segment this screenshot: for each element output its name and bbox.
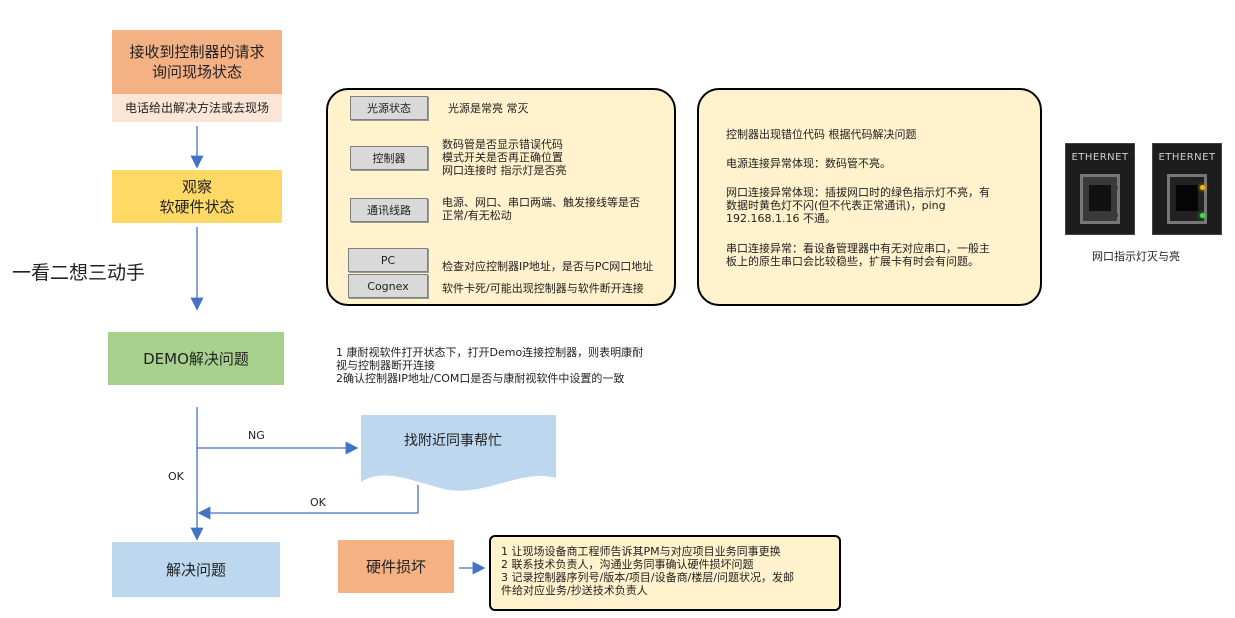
check-panel-right: 控制器出现错位代码 根据代码解决问题 电源连接异常体现：数码管不亮。 网口连接异…: [697, 88, 1042, 306]
cognex-text: 软件卡死/可能出现控制器与软件断开连接: [442, 282, 644, 295]
ok-label-mid: OK: [310, 496, 326, 509]
start-request-box: 接收到控制器的请求 询问现场状态: [112, 30, 282, 94]
right-panel-p2: 电源连接异常体现：数码管不亮。: [726, 157, 891, 170]
right-panel-p1: 控制器出现错位代码 根据代码解决问题: [726, 128, 917, 141]
check-panel-left: 光源状态 光源是常亮 常灭 控制器 数码管是否显示错误代码 模式开关是否再正确位…: [326, 88, 676, 306]
arrow-help-ok-back: [197, 485, 419, 520]
ok-label-left: OK: [168, 470, 184, 483]
light-source-text: 光源是常亮 常灭: [448, 102, 529, 115]
ethernet-port-on: [1167, 174, 1207, 224]
start-note-box: 电话给出解决方法或去现场: [112, 94, 282, 122]
demo-notes: 1 康耐视软件打开状态下，打开Demo连接控制器，则表明康耐 视与控制器断开连接…: [336, 346, 644, 385]
ethernet-photo-off: ETHERNET: [1065, 143, 1135, 235]
observe-box: 观察 软硬件状态: [112, 170, 282, 223]
pc-text: 检查对应控制器IP地址，是否与PC网口地址: [442, 260, 654, 273]
ng-label: NG: [248, 429, 265, 442]
side-slogan: 一看二想三动手: [12, 262, 146, 284]
right-panel-p4: 串口连接异常：看设备管理器中有无对应串口，一般主 板上的原生串口会比较稳些，扩展…: [726, 242, 990, 268]
start-line2: 询问现场状态: [151, 63, 242, 81]
demo-box: DEMO解决问题: [108, 332, 284, 385]
tag-comm-line: 通讯线路: [350, 198, 428, 222]
observe-line1: 观察: [181, 177, 212, 196]
right-panel-p3: 网口连接异常体现：插拔网口时的绿色指示灯不亮，有 数据时黄色灯不闪(但不代表正常…: [726, 186, 990, 225]
tag-controller: 控制器: [350, 146, 428, 170]
comm-line-text: 电源、网口、串口两端、触发接线等是否 正常/有无松动: [442, 196, 640, 222]
resolve-box: 解决问题: [112, 542, 280, 597]
ethernet-photo-on: ETHERNET: [1152, 143, 1222, 235]
tag-cognex: Cognex: [348, 274, 428, 298]
start-line1: 接收到控制器的请求: [129, 43, 265, 61]
ethernet-port-off: [1080, 174, 1120, 224]
ethernet-caption: 网口指示灯灭与亮: [1092, 250, 1180, 263]
tag-pc: PC: [348, 248, 428, 272]
hardware-damage-box: 硬件损坏: [338, 540, 454, 593]
help-document-shape: [361, 415, 556, 491]
controller-text: 数码管是否显示错误代码 模式开关是否再正确位置 网口连接时 指示灯是否亮: [442, 138, 567, 177]
hardware-notes: 1 让现场设备商工程师告诉其PM与对应项目业务同事更换 2 联系技术负责人，沟通…: [489, 535, 841, 611]
tag-light-source: 光源状态: [350, 96, 428, 120]
observe-line2: 软硬件状态: [159, 197, 235, 216]
help-label: 找附近同事帮忙: [404, 433, 502, 449]
ethernet-label-right: ETHERNET: [1158, 152, 1216, 163]
ethernet-label-left: ETHERNET: [1071, 152, 1129, 163]
